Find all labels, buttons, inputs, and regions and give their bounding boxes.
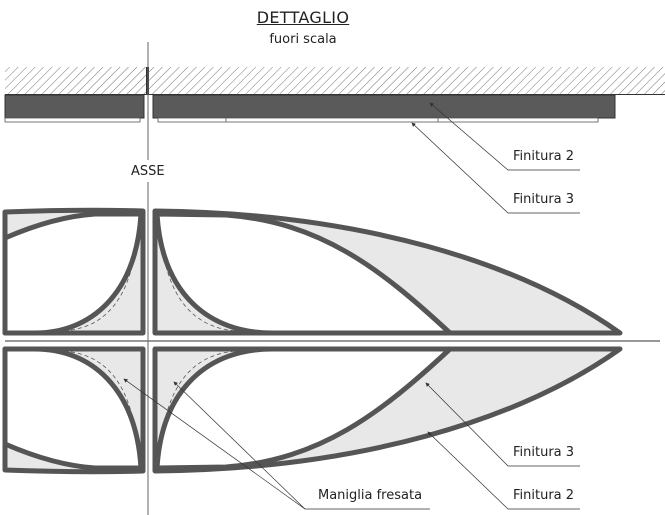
label-bottom-finish-2: Finitura 2 [513, 488, 575, 503]
panel-right [152, 94, 616, 119]
panel-left [4, 94, 145, 119]
drawing-subtitle: fuori scala [269, 32, 337, 47]
wall-hatch [5, 67, 665, 94]
label-top-finish-3: Finitura 3 [513, 192, 575, 207]
upper-handle-profile [5, 210, 620, 333]
label-bottom-finish-3: Finitura 3 [513, 445, 575, 460]
label-handle: Maniglia fresata [318, 488, 423, 503]
axis-label: ASSE [131, 164, 165, 179]
finish-strip-left [4, 117, 141, 123]
drawing-title: DETTAGLIO [256, 8, 350, 27]
label-top-finish-2: Finitura 2 [513, 149, 575, 164]
finish-strip-right [157, 117, 599, 123]
